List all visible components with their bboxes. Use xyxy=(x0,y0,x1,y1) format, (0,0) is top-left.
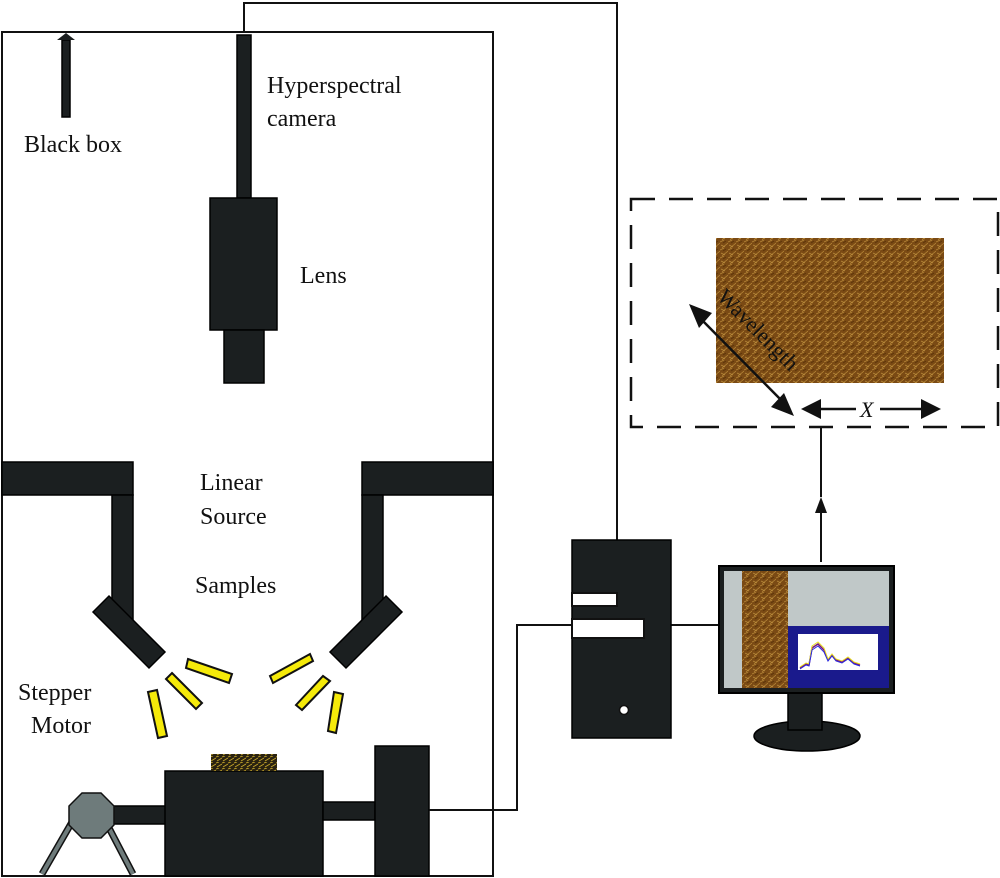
linear-source-label-line2: Source xyxy=(200,504,267,530)
motor-to-computer-cable xyxy=(429,624,571,811)
spectral-curve xyxy=(799,645,861,670)
left-light-bracket xyxy=(1,461,167,670)
light-ray xyxy=(146,688,169,740)
hypercube xyxy=(716,238,944,383)
x-axis-label: X xyxy=(859,397,875,422)
hypercube-dashed-box xyxy=(629,197,1000,429)
light-ray xyxy=(294,674,332,712)
black-box-arrow-icon xyxy=(57,33,75,118)
wavelength-axis-arrow xyxy=(689,304,794,416)
camera-body xyxy=(209,197,278,331)
linear-source-label-line1: Linear xyxy=(200,470,263,496)
stage-end-block xyxy=(374,745,430,877)
lens-label: Lens xyxy=(300,263,347,289)
x-axis-arrow xyxy=(801,396,941,420)
stepper-motor-assembly xyxy=(38,745,430,877)
stepper-motor-label-line2: Motor xyxy=(31,713,91,739)
right-light-bracket xyxy=(328,461,494,670)
stepper-motor-label-line1: Stepper xyxy=(18,680,91,706)
lens xyxy=(223,329,265,384)
light-ray xyxy=(164,671,204,711)
monitor xyxy=(718,565,895,752)
arrow-up-icon xyxy=(815,497,827,513)
computer-tower xyxy=(571,539,672,739)
samples-label: Samples xyxy=(195,573,276,599)
hypercube-front-layer xyxy=(716,238,944,383)
drive-bay xyxy=(571,618,645,639)
light-ray xyxy=(326,690,345,735)
hyperspectral-camera xyxy=(236,34,252,199)
hyperspectral-image-preview xyxy=(742,571,788,688)
drive-bay xyxy=(571,592,618,607)
camera-label-line2: camera xyxy=(267,106,337,132)
power-button-icon xyxy=(618,704,630,716)
black-box-label: Black box xyxy=(24,132,122,158)
light-rays xyxy=(146,652,345,740)
camera-to-computer-cable xyxy=(243,2,618,540)
stepper-motor xyxy=(68,792,115,839)
camera-label-line1: Hyperspectral xyxy=(267,73,402,99)
sample xyxy=(211,754,277,771)
sample-stage xyxy=(164,770,324,877)
light-ray xyxy=(184,657,234,685)
light-ray xyxy=(268,652,315,685)
monitor-stand xyxy=(787,691,823,731)
